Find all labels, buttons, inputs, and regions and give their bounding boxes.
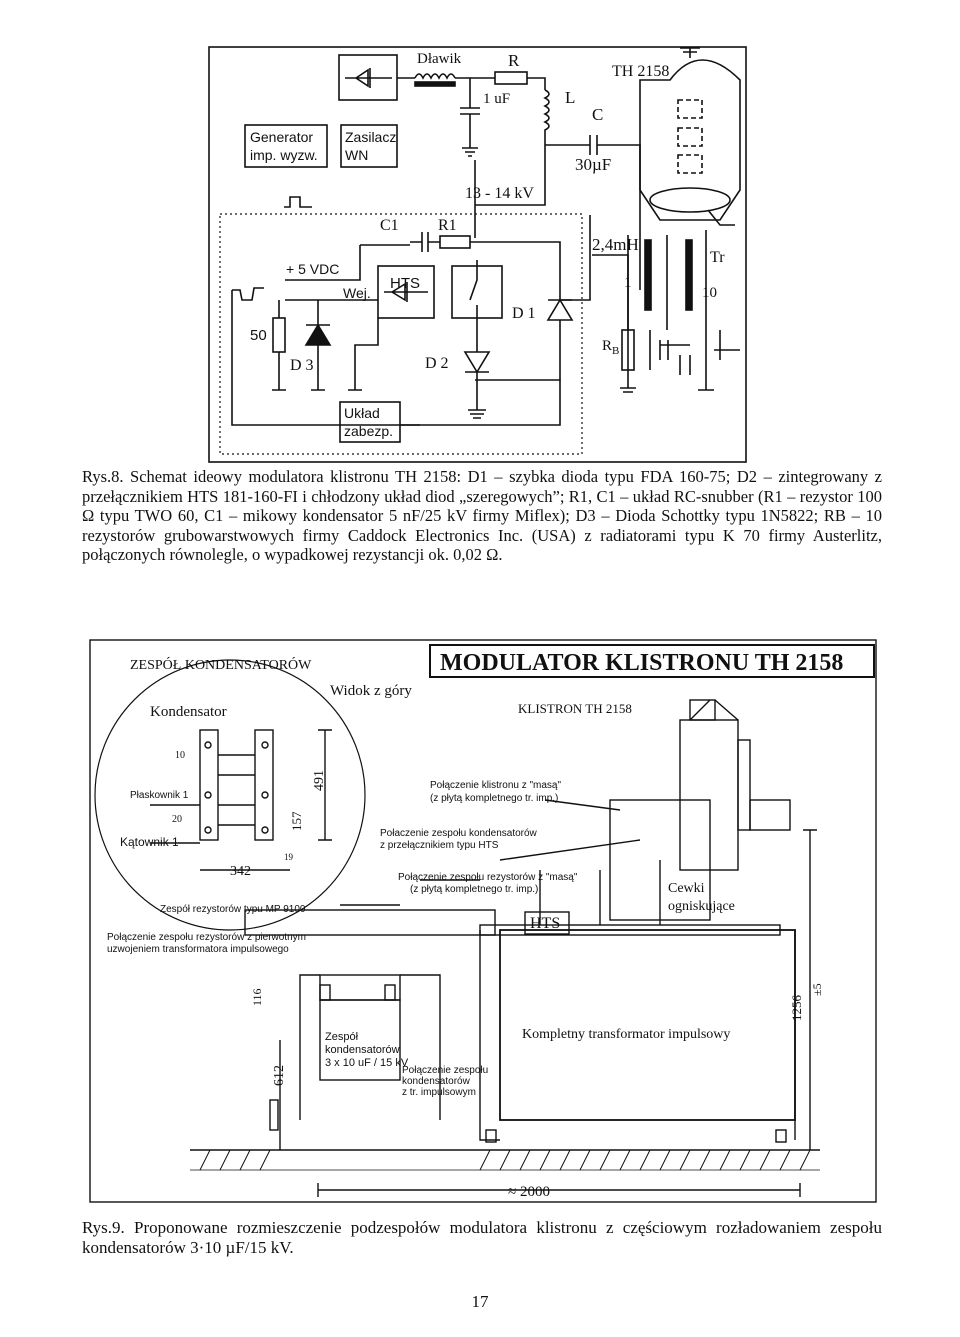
label-pol-kond-2: z przełącznikiem typu HTS	[380, 840, 499, 851]
label-l: L	[565, 88, 575, 107]
label-generator-2: imp. wyzw.	[250, 147, 318, 163]
label-zespol-2: kondensatorów	[325, 1044, 400, 1056]
label-cewki-1: Cewki	[668, 881, 705, 896]
label-r: R	[508, 51, 520, 70]
label-pol-rez-2: (z płytą kompletnego tr. imp.)	[410, 884, 538, 895]
label-tr: Tr	[710, 249, 725, 266]
dim-612: 612	[272, 1065, 287, 1086]
dim-19: 19	[284, 852, 294, 862]
label-c1: C1	[380, 217, 399, 234]
label-ten: 10	[702, 285, 717, 301]
label-zasilacz-2: WN	[345, 147, 368, 163]
label-vdc: + 5 VDC	[286, 261, 339, 277]
page-number: 17	[471, 1292, 489, 1311]
label-widok: Widok z góry	[330, 683, 412, 699]
label-wej: Wej.	[343, 285, 371, 301]
label-d1: D 1	[512, 305, 536, 322]
dim-157: 157	[289, 811, 304, 831]
label-r1: R1	[438, 217, 457, 234]
label-kondensator: Kondensator	[150, 704, 227, 720]
dim-2000: ≈ 2000	[508, 1184, 550, 1200]
label-dlawik: Dławik	[417, 51, 462, 67]
label-uklad: Układ	[344, 405, 380, 421]
label-rb: R	[602, 338, 612, 354]
label-zabezp: zabezp.	[344, 423, 393, 439]
label-pol-rez-1: Połączenie zespołu rezystorów z "masą"	[398, 872, 578, 883]
label-hts-box: HTS	[530, 915, 560, 932]
label-zasilacz: Zasilacz	[345, 129, 396, 145]
label-cewki-2: ogniskujące	[668, 899, 735, 914]
label-pol-tr-2: kondensatorów	[402, 1076, 471, 1087]
label-zespol-3: 3 x 10 uF / 15 kV	[325, 1057, 409, 1069]
figure-9-caption: Rys.9. Proponowane rozmieszczenie podzes…	[82, 1218, 882, 1257]
label-zespol-1: Zespół	[325, 1031, 359, 1043]
dim-491: 491	[312, 770, 327, 791]
label-plaskownik: Płaskownik 1	[130, 790, 189, 801]
label-katownik: Kątownik 1	[120, 835, 179, 849]
label-d3: D 3	[290, 357, 314, 374]
label-c: C	[592, 105, 603, 124]
dim-116: 116	[250, 988, 264, 1006]
label-pol-uzw-1: Połączenie zespołu rezystorów z pierwotn…	[107, 932, 306, 943]
label-generator: Generator	[250, 129, 313, 145]
label-hts: HTS	[390, 275, 420, 292]
dim-342: 342	[230, 864, 251, 879]
label-pol-kond-1: Połaczenie zespołu kondensatorów	[380, 828, 538, 839]
label-1uf: 1 uF	[483, 91, 510, 107]
label-zespol-kondensatorow: ZESPÓŁ KONDENSATORÓW	[130, 656, 312, 673]
label-pol-tr-3: z tr. impulsowym	[402, 1087, 476, 1098]
figure-8-caption: Rys.8. Schemat ideowy modulatora klistro…	[82, 467, 882, 564]
label-one: 1	[624, 275, 632, 291]
label-30uf: 30µF	[575, 155, 611, 174]
label-kv: 13 - 14 kV	[465, 185, 534, 202]
label-mh: 2,4mH	[592, 235, 639, 254]
label-pol-tr-1: Połączenie zespołu	[402, 1065, 488, 1076]
label-th2158: TH 2158	[612, 63, 669, 80]
dim-20: 20	[172, 814, 182, 825]
label-rb-sub: B	[612, 345, 619, 357]
label-d2: D 2	[425, 355, 449, 372]
label-kompletny: Kompletny transformator impulsowy	[522, 1027, 730, 1042]
label-pol-klistron-1: Połączenie klistronu z "masą"	[430, 780, 561, 791]
figure-9-title: MODULATOR KLISTRONU TH 2158	[440, 650, 843, 676]
label-fifty: 50	[250, 327, 267, 344]
label-zespol-rezystorow: Zespół rezystorów typu MP 9100	[160, 904, 306, 915]
svg-text:RB: RB	[602, 338, 619, 357]
figure-8-schematic: Dławik R TH 2158 1 uF L C Generator imp.…	[208, 46, 747, 463]
label-pol-uzw-2: uzwojeniem transformatora impulsowego	[107, 944, 289, 955]
dim-pm5: ±5	[810, 983, 824, 996]
label-pol-klistron-2: (z płytą kompletnego tr. imp.)	[430, 793, 558, 804]
dim-10: 10	[175, 750, 185, 761]
label-klistron: KLISTRON TH 2158	[518, 701, 632, 716]
dim-1256: 1256	[789, 995, 804, 1022]
